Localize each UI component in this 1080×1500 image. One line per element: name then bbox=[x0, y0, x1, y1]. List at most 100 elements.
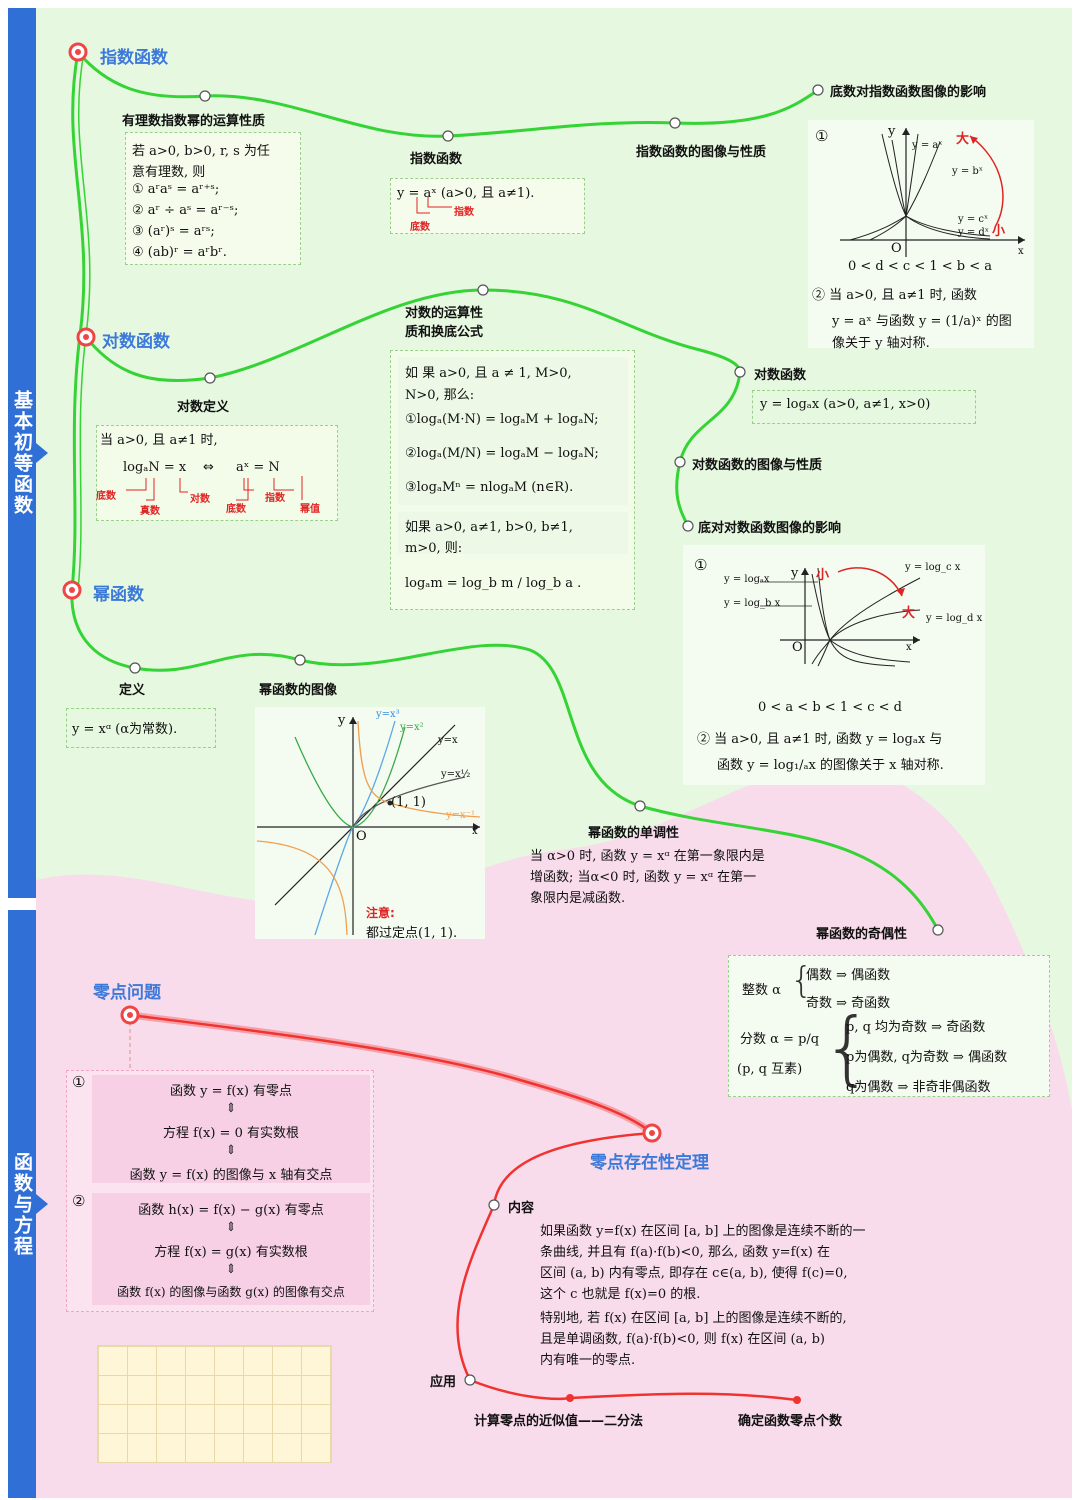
exp-prop-5: ④ (ab)ʳ = aʳbʳ. bbox=[132, 245, 227, 260]
exp-note2-line-2: 像关于 y 轴对称. bbox=[832, 336, 930, 351]
log-fig-small: 小 bbox=[816, 568, 830, 583]
zero-content-line-1: 条曲线, 并且有 f(a)·f(b)<0, 那么, 函数 y=f(x) 在 bbox=[540, 1245, 830, 1260]
log-ops-label-1: 对数的运算性 bbox=[405, 306, 484, 321]
log-def-left: logₐN = x bbox=[123, 460, 187, 475]
exp-def-box bbox=[390, 178, 585, 234]
log-def-note-4: 指数 bbox=[265, 493, 285, 504]
log-ops-line-0: 如 果 a>0, 且 a ≠ 1, M>0, bbox=[405, 366, 572, 381]
zero-p2-line-1: ⇕ bbox=[225, 1220, 237, 1235]
log-def-note-3: 底数 bbox=[226, 504, 246, 515]
power-fig-point: (1, 1) bbox=[391, 795, 426, 810]
log-ops-box bbox=[390, 350, 635, 610]
zero-content-line-0: 如果函数 y=f(x) 在区间 [a, b] 上的图像是连续不断的一 bbox=[540, 1224, 866, 1239]
zero-p1-line-4: 函数 y = f(x) 的图像与 x 轴有交点 bbox=[129, 1168, 333, 1183]
power-parity-frac-1: 分数 α = p/q bbox=[740, 1032, 820, 1047]
exp-fig-caption: 0 < d < c < 1 < b < a bbox=[848, 259, 993, 274]
power-fig-curve-sqrt: y=x½ bbox=[441, 769, 471, 780]
exp-prop-3: ② aʳ ÷ aˢ = aʳ⁻ˢ; bbox=[132, 203, 239, 218]
zero-p2-line-2: 方程 f(x) = g(x) 有实数根 bbox=[154, 1245, 308, 1260]
zero-p1-line-2: 方程 f(x) = 0 有实数根 bbox=[163, 1126, 299, 1141]
log-def-note-0: 底数 bbox=[96, 491, 116, 502]
power-mono-line-1: 增函数; 当α<0 时, 函数 y = xᵅ 在第一 bbox=[530, 870, 757, 885]
power-parity-int: 整数 α bbox=[742, 983, 781, 998]
log-def-note-5: 幂值 bbox=[300, 504, 320, 515]
power-mono-line-2: 象限内是减函数. bbox=[530, 891, 626, 906]
exp-note2-line-0: ② 当 a>0, 且 a≠1 时, 函数 bbox=[812, 288, 977, 303]
zero-content-line-6: 内有唯一的零点. bbox=[540, 1353, 636, 1368]
exp-fig-big: 大 bbox=[956, 132, 970, 147]
power-title: 幂函数 bbox=[93, 585, 144, 605]
log-func-label: 对数函数 bbox=[754, 368, 807, 383]
log-ops-line-2: ①logₐ(M·N) = logₐM + logₐN; bbox=[405, 412, 599, 427]
log-def-label: 对数定义 bbox=[177, 400, 230, 415]
zero-p2-line-3: ⇕ bbox=[225, 1262, 237, 1277]
exp-fig-curve-a: y = aˣ bbox=[912, 140, 943, 151]
power-parity-label: 幂函数的奇偶性 bbox=[816, 927, 908, 942]
zero-apply-item-0: 计算零点的近似值——二分法 bbox=[474, 1414, 644, 1429]
log-fig-curve-d: y = log_d x bbox=[926, 613, 983, 624]
exp-fig-y: y bbox=[888, 124, 896, 139]
power-fig-curve-inv: y=x⁻¹ bbox=[446, 810, 475, 821]
log-def-note-1: 真数 bbox=[140, 506, 160, 517]
log-func-box bbox=[752, 390, 976, 424]
power-fig-x: x bbox=[472, 826, 478, 837]
power-parity-frac-row-2: q为偶数 ⇒ 非奇非偶函数 bbox=[846, 1080, 991, 1095]
zero-content-line-4: 特别地, 若 f(x) 在区间 [a, b] 上的图像是连续不断的, bbox=[540, 1311, 847, 1326]
exp-fig-curve-c: y = cˣ bbox=[958, 214, 989, 225]
zero-content-label: 内容 bbox=[508, 1201, 535, 1216]
power-parity-int-row-0: 偶数 ⇒ 偶函数 bbox=[806, 968, 891, 983]
log-change-line-1: m>0, 则: bbox=[405, 541, 463, 556]
power-fig-note-title: 注意: bbox=[366, 906, 395, 920]
zero-apply-label: 应用 bbox=[430, 1375, 457, 1390]
log-fig-y: y bbox=[791, 566, 799, 581]
log-graph-label: 对数函数的图像与性质 bbox=[692, 458, 823, 473]
exp-fig-curve-b: y = bˣ bbox=[952, 166, 984, 177]
power-figure bbox=[256, 717, 481, 936]
exp-props-box bbox=[125, 132, 301, 265]
zero-title: 零点问题 bbox=[93, 983, 161, 1003]
log-fig-num: ① bbox=[694, 556, 708, 574]
sidebar-basic-functions: 基本初等函数 bbox=[8, 8, 48, 898]
exp-fig-small: 小 bbox=[992, 224, 1006, 239]
sidebar-basic-label: 基本初等函数 bbox=[11, 390, 33, 516]
log-change-line-2: logₐm = log_b m / log_b a . bbox=[405, 576, 582, 591]
exp-def-base: 底数 bbox=[410, 222, 430, 233]
exp-note2-line-1: y = aˣ 与函数 y = (1/a)ˣ 的图 bbox=[832, 314, 1012, 329]
power-def-box bbox=[66, 708, 216, 748]
exp-base-figure bbox=[840, 128, 1025, 257]
exp-def-exponent: 指数 bbox=[454, 207, 474, 218]
power-fig-curve-x2: y=x² bbox=[400, 722, 424, 733]
log-ops-line-4: ③logₐMⁿ = nlogₐM (n∈R). bbox=[405, 480, 574, 495]
power-parity-int-row-1: 奇数 ⇒ 奇函数 bbox=[806, 996, 891, 1011]
sidebar-equations-label: 函数与方程 bbox=[11, 1151, 33, 1257]
exp-graph-label: 指数函数的图像与性质 bbox=[636, 145, 767, 160]
nodes bbox=[62, 42, 944, 1404]
exp-def-formula: y = aˣ (a>0, 且 a≠1). bbox=[397, 186, 535, 201]
log-ops-line-3: ②logₐ(M/N) = logₐM − logₐN; bbox=[405, 446, 599, 461]
exp-prop-0: 若 a>0, b>0, r, s 为任 bbox=[132, 144, 270, 159]
log-base-figure bbox=[760, 567, 921, 667]
log-fig-curve-a: y = logₐx bbox=[724, 574, 770, 585]
log-def-box bbox=[96, 425, 338, 521]
zero-apply-item-1: 确定函数零点个数 bbox=[738, 1414, 843, 1429]
zero-p2-line-0: 函数 h(x) = f(x) − g(x) 有零点 bbox=[138, 1203, 324, 1218]
zero-p1-line-0: 函数 y = f(x) 有零点 bbox=[169, 1084, 293, 1099]
power-parity-frac-row-1: p为偶数, q为奇数 ⇒ 偶函数 bbox=[846, 1050, 1008, 1065]
log-def-note-2: 对数 bbox=[190, 494, 210, 505]
log-fig-big: 大 bbox=[902, 606, 916, 621]
zero-branch bbox=[129, 1013, 653, 1134]
log-change-line-0: 如果 a>0, a≠1, b>0, b≠1, bbox=[405, 520, 573, 535]
exp-prop-4: ③ (aʳ)ˢ = aʳˢ; bbox=[132, 224, 215, 239]
zero-p1-num: ① bbox=[72, 1073, 86, 1091]
exp-base-effect-label: 底数对指数函数图像的影响 bbox=[830, 85, 987, 100]
zero-theorem-title: 零点存在性定理 bbox=[590, 1153, 709, 1173]
zero-p2-num: ② bbox=[72, 1192, 86, 1210]
zero-p1-line-1: ⇕ bbox=[225, 1101, 237, 1116]
power-fig-o: O bbox=[356, 829, 367, 844]
zero-p1-line-3: ⇕ bbox=[225, 1143, 237, 1158]
log-ops-line-1: N>0, 那么: bbox=[405, 388, 475, 403]
exp-prop-2: ① aʳaˢ = aʳ⁺ˢ; bbox=[132, 182, 220, 197]
exp-props-label: 有理数指数幂的运算性质 bbox=[122, 114, 266, 129]
exp-fig-o: O bbox=[891, 241, 902, 256]
